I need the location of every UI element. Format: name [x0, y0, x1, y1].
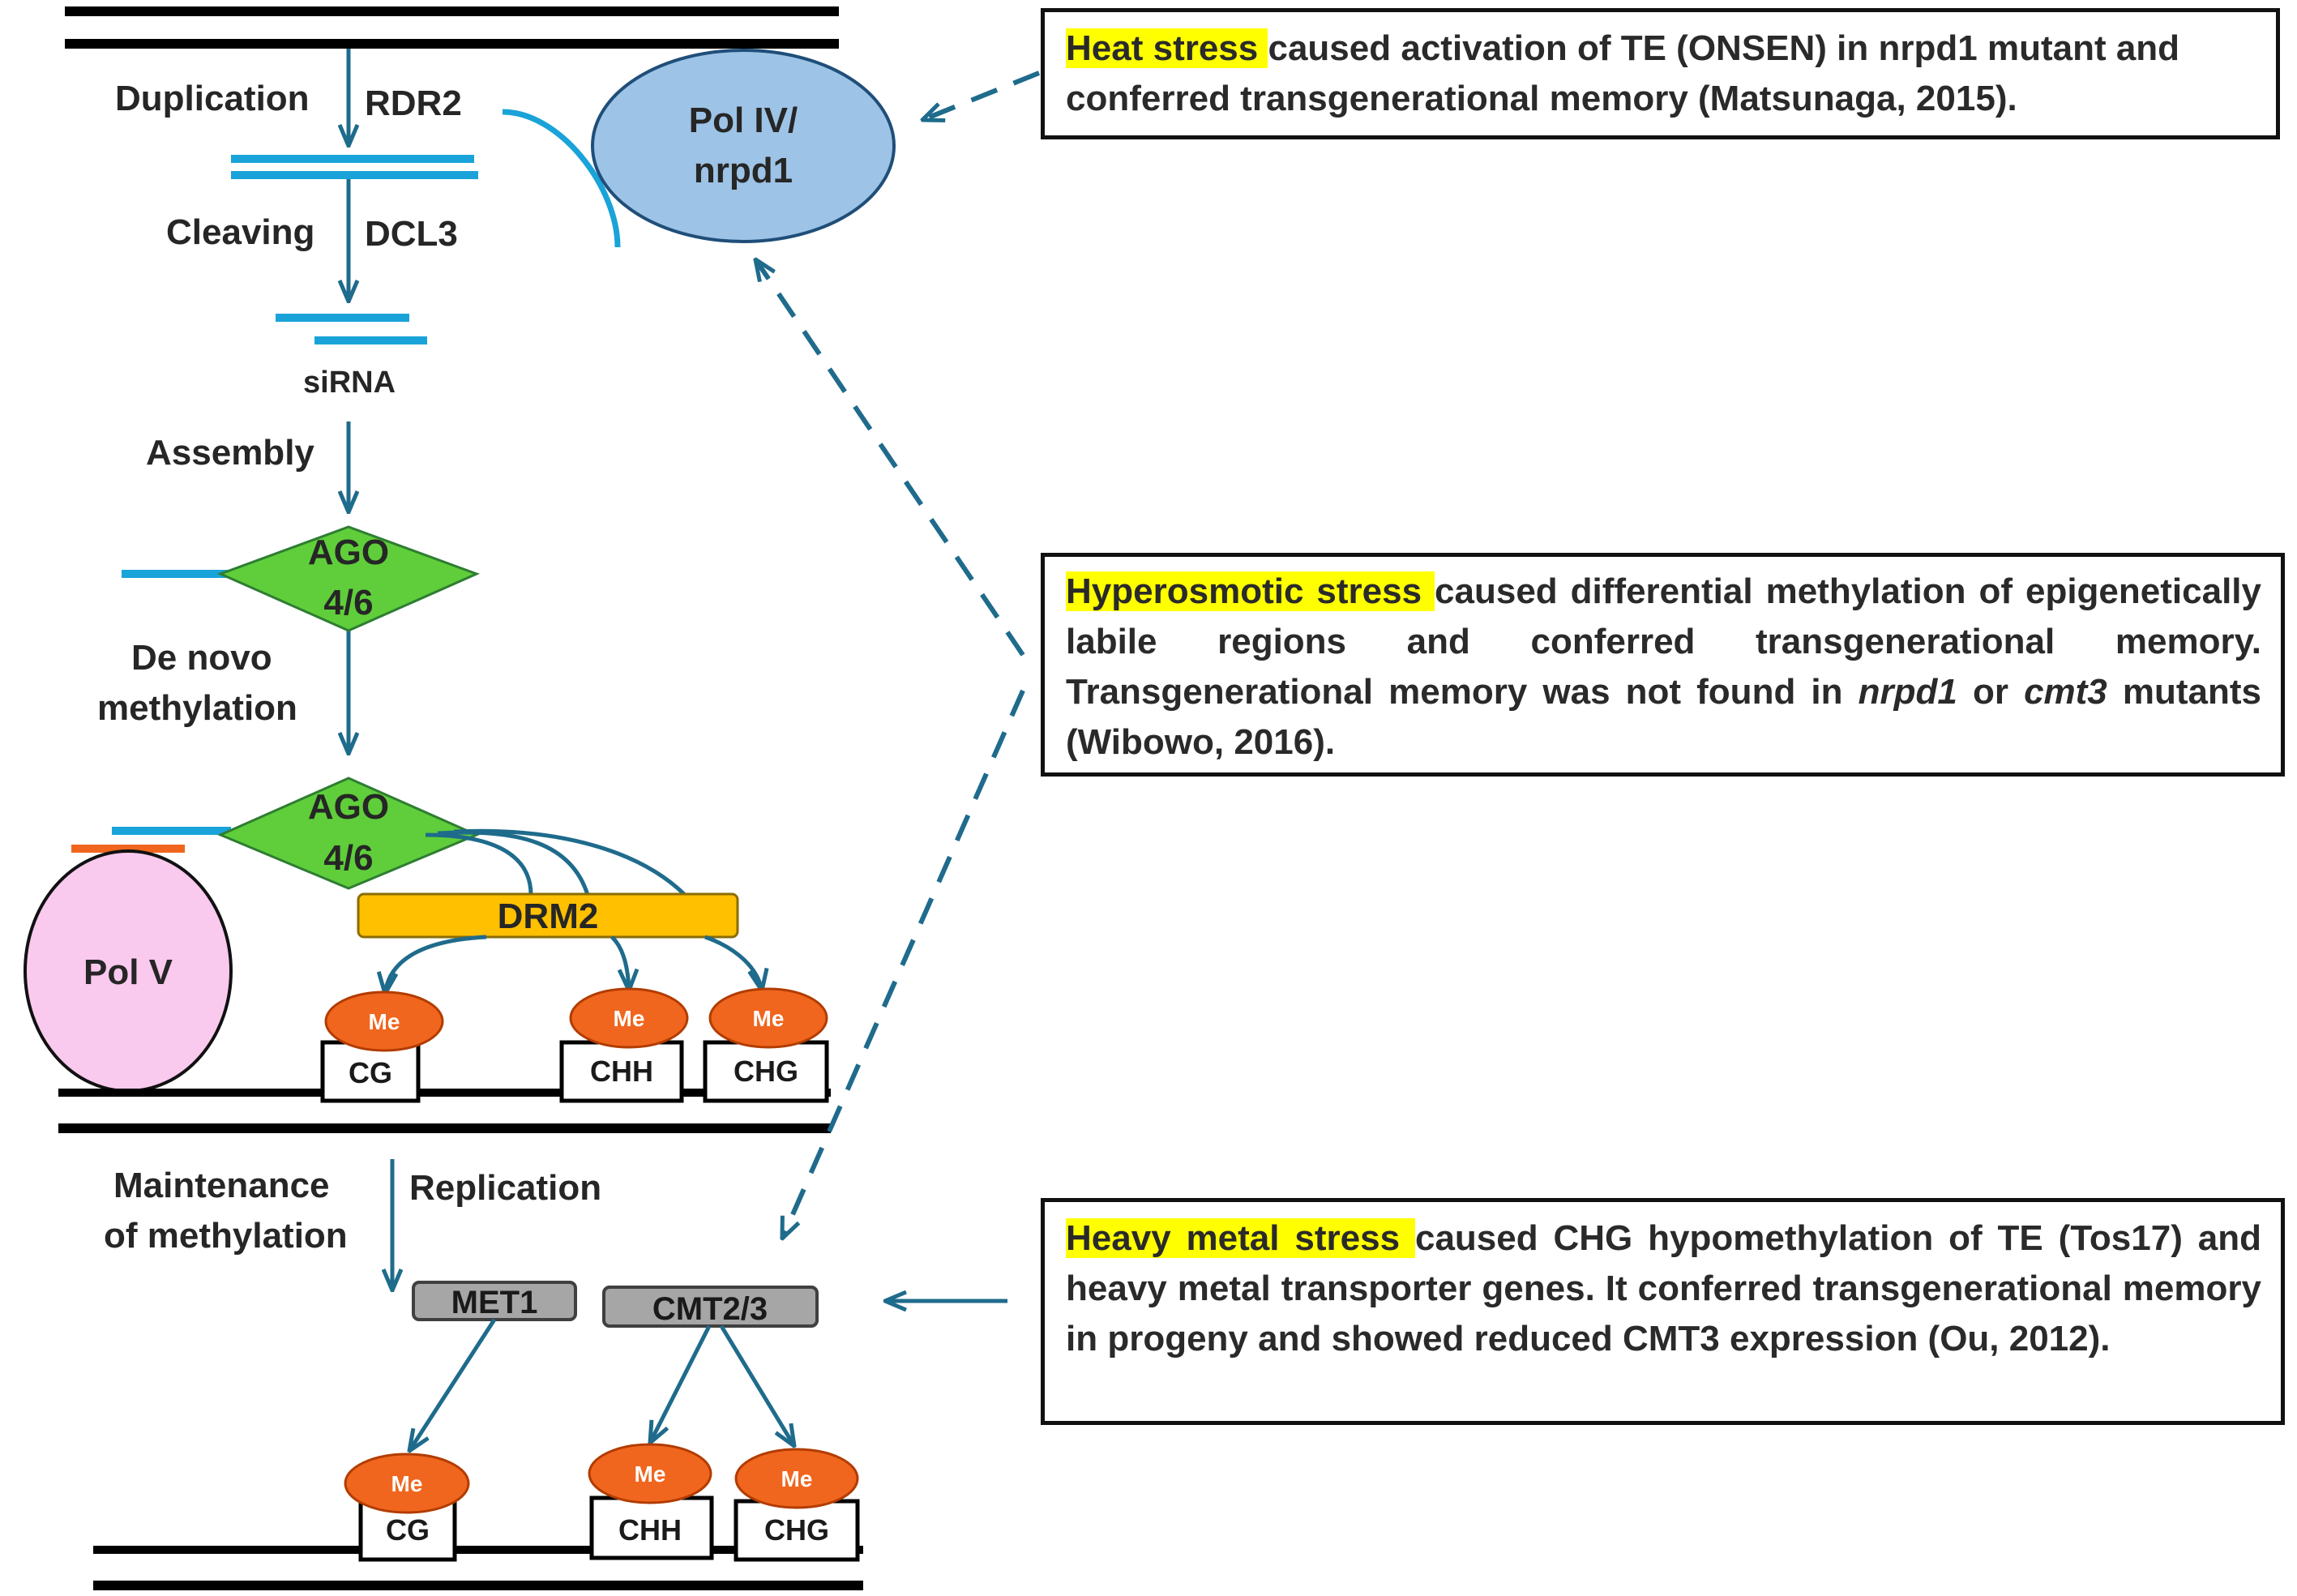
dcl3-label: DCL3	[365, 214, 458, 254]
bottom-site-cg: Me CG	[344, 1453, 470, 1562]
drm2-box	[357, 892, 739, 939]
assembly-label: Assembly	[146, 433, 314, 473]
pol-iv-label-line1: Pol IV/	[689, 101, 798, 140]
cleaving-label: Cleaving	[166, 212, 314, 252]
upper-site-cg: Me CG	[320, 991, 444, 1103]
hyperosmotic-italic-cmt3: cmt3	[2024, 672, 2107, 712]
hyperosmotic-text-2: or	[1957, 672, 2025, 712]
heat-stress-highlight: Heat stress	[1066, 28, 1268, 68]
upper-site-chh-label: CHH	[590, 1055, 653, 1088]
ago-drm2-curves	[425, 828, 687, 896]
bottom-site-chh: Me CHH	[588, 1443, 714, 1560]
bottom-me-cg: Me	[391, 1471, 423, 1496]
heat-stress-text: caused activation of TE (ONSEN) in nrpd1…	[1066, 28, 2180, 118]
pol-v-label: Pol V	[83, 952, 173, 992]
heavy-metal-text: caused CHG hypomethylation of TE (Tos17)…	[1066, 1218, 2261, 1359]
bottom-site-chg: Me CHG	[734, 1448, 860, 1562]
dsrna-strands	[231, 155, 478, 179]
drm2-label: DRM2	[498, 896, 599, 936]
bottom-me-chh: Me	[635, 1461, 666, 1487]
ago-b-diamond	[217, 777, 480, 890]
upper-me-chh: Me	[614, 1006, 645, 1031]
upper-site-chh: Me CHH	[559, 987, 689, 1103]
met1-label: MET1	[451, 1285, 538, 1320]
duplication-label: Duplication	[115, 79, 310, 118]
sirna-label: siRNA	[303, 366, 396, 400]
bottom-me-chg: Me	[781, 1466, 813, 1491]
bottom-site-cg-label: CG	[386, 1513, 430, 1547]
hyperosmotic-stress-highlight: Hyperosmotic stress	[1066, 571, 1435, 611]
cmt23-label: CMT2/3	[652, 1291, 768, 1327]
upper-me-chg: Me	[753, 1006, 785, 1031]
upper-me-cg: Me	[369, 1009, 400, 1034]
hyperosmotic-stress-note: Hyperosmotic stress caused differential …	[1041, 553, 2285, 777]
ago-a-label-line2: 4/6	[323, 583, 373, 623]
upper-site-chg: Me CHG	[703, 987, 829, 1103]
upper-site-cg-label: CG	[349, 1056, 392, 1089]
ago-a-diamond	[217, 525, 480, 632]
pol-iv-label-line2: nrpd1	[694, 151, 793, 190]
top-dna-strands	[65, 6, 839, 49]
hyperosmotic-text-3: mutants (Wibowo, 2016).	[1066, 672, 2262, 762]
bottom-site-chg-label: CHG	[764, 1513, 829, 1547]
maintenance-arrows	[409, 1318, 794, 1451]
upper-dna-strands	[58, 1089, 831, 1133]
de-novo-label-line2: methylation	[97, 688, 297, 728]
rdr2-curve	[502, 109, 621, 248]
bottom-site-chh-label: CHH	[618, 1513, 682, 1547]
upper-site-chg-label: CHG	[734, 1055, 798, 1088]
cmt23-box	[602, 1286, 819, 1328]
note-dashed-arrows	[755, 71, 1041, 1239]
heat-stress-note: Heat stress caused activation of TE (ONS…	[1041, 8, 2280, 139]
heavy-metal-stress-note: Heavy metal stress caused CHG hypomethyl…	[1041, 1198, 2285, 1425]
de-novo-label-line1: De novo	[131, 638, 272, 678]
hyperosmotic-italic-nrpd1: nrpd1	[1858, 672, 1957, 712]
rdr2-label: RDR2	[365, 83, 462, 123]
pathway-arrows	[349, 49, 392, 1290]
maintenance-label-line1: Maintenance	[113, 1166, 330, 1205]
sirna-strands	[276, 314, 427, 344]
ago-a-label-line1: AGO	[308, 533, 389, 572]
drm2-me-arrows	[385, 935, 762, 994]
maintenance-label-line2: of methylation	[104, 1216, 348, 1256]
ago-b-label-line2: 4/6	[323, 838, 373, 878]
heavy-metal-stress-highlight: Heavy metal stress	[1066, 1218, 1415, 1258]
hyperosmotic-text-1: caused differential methylation of epige…	[1066, 571, 2261, 712]
replication-label: Replication	[409, 1168, 601, 1208]
pol-iv-ellipse	[591, 49, 896, 243]
ago-b-label-line1: AGO	[308, 787, 389, 827]
